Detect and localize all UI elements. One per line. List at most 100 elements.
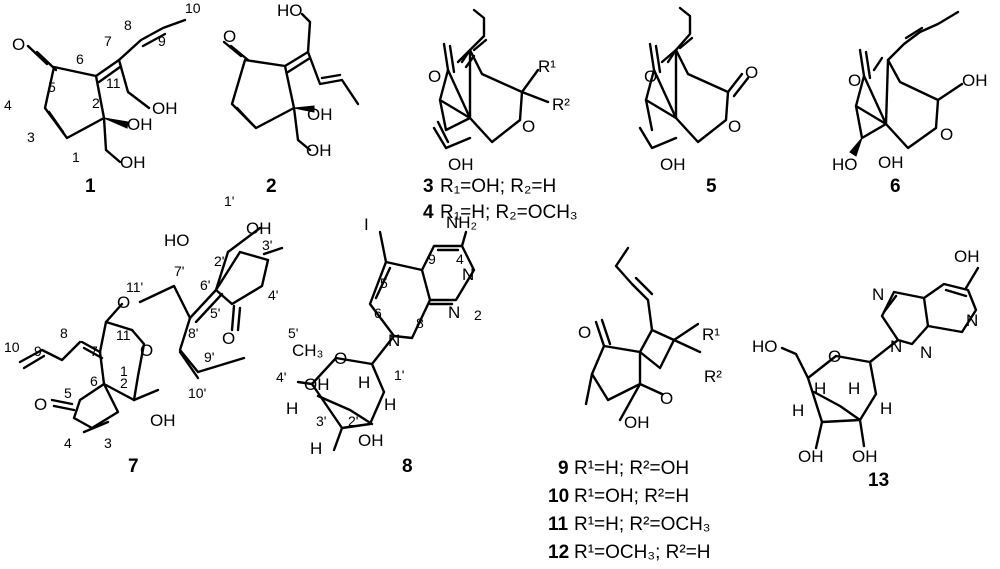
compound-2-structure: O HO OH OH 2 bbox=[222, 1, 360, 197]
c1-locant-9: 9 bbox=[158, 33, 166, 49]
c8-h3-label: H bbox=[384, 395, 396, 414]
c8-oh2-label: OH bbox=[358, 431, 384, 450]
c7-locant-8: 8 bbox=[60, 325, 68, 341]
c13-n9-label: N bbox=[890, 337, 902, 356]
c13-h3-label: H bbox=[848, 379, 860, 398]
compound-3-structure: O O OH R¹ R² 3 R₁=OH; R₂=H 4 R₁=H; R₂=OC… bbox=[423, 8, 578, 223]
compound-12-substituents: R¹=OCH₃; R²=H bbox=[574, 542, 711, 563]
c6-oh2-label: OH bbox=[878, 153, 904, 172]
c13-oh2-label: OH bbox=[852, 447, 878, 466]
c9-o-label: O bbox=[578, 323, 591, 342]
c9-r2-label: R² bbox=[704, 367, 722, 386]
compound-9-substituents: R¹=H; R²=OH bbox=[574, 458, 689, 479]
c13-h4-label: H bbox=[880, 399, 892, 418]
c1-oh3-label: OH bbox=[120, 153, 146, 172]
compound-10-substituents: R¹=OH; R²=H bbox=[574, 486, 689, 507]
c7-oh-label: OH bbox=[150, 411, 176, 430]
c3-oh-label: OH bbox=[448, 155, 474, 174]
c8-locant-3p: 3' bbox=[316, 413, 326, 429]
c2-oh-label: OH bbox=[307, 105, 333, 124]
c5-ring-o-label: O bbox=[728, 117, 741, 136]
c7-locant-4p: 4' bbox=[268, 287, 278, 303]
c7-locant-10p: 10' bbox=[188, 385, 206, 401]
c1-locant-4: 4 bbox=[4, 97, 12, 113]
compound-7-id: 7 bbox=[128, 456, 139, 477]
c7-ho-label: HO bbox=[164, 231, 190, 250]
c13-h2-label: H bbox=[814, 379, 826, 398]
c6-ho-label: HO bbox=[832, 155, 858, 174]
compound-8-structure: I NH₂ N N N O CH₃ OH OH H H H H 5' 4' 3'… bbox=[276, 213, 482, 477]
c2-ho-label: HO bbox=[277, 1, 303, 20]
c8-locant-4: 4 bbox=[456, 251, 464, 267]
c8-i-label: I bbox=[364, 215, 369, 234]
c7-locant-5p: 5' bbox=[210, 305, 220, 321]
compound-11-substituents: R¹=H; R²=OCH₃ bbox=[574, 514, 711, 535]
c6-oh-label: OH bbox=[962, 71, 988, 90]
c6-o-label: O bbox=[848, 71, 861, 90]
c7-o3-label: O bbox=[34, 395, 47, 414]
c8-n3-label: N bbox=[448, 303, 460, 322]
c8-locant-6: 6 bbox=[374, 305, 382, 321]
c9-ring-o-label: O bbox=[660, 389, 673, 408]
compound-13-id: 13 bbox=[868, 470, 889, 491]
c13-h1-label: H bbox=[792, 401, 804, 420]
c2-oh2-label: OH bbox=[306, 141, 332, 160]
c5-oh-label: OH bbox=[660, 155, 686, 174]
c1-locant-10: 10 bbox=[185, 0, 201, 16]
compound-1-id: 1 bbox=[85, 176, 96, 197]
c6-ring-o-label: O bbox=[940, 125, 953, 144]
c8-locant-5p: 5' bbox=[288, 325, 298, 341]
c7-locant-5: 5 bbox=[64, 385, 72, 401]
compound-13-structure: OH N N N N O HO OH OH H H H H 13 bbox=[752, 247, 980, 491]
c7-locant-2p: 2' bbox=[214, 253, 224, 269]
c1-locant-2: 2 bbox=[92, 95, 100, 111]
c7-locant-9p: 9' bbox=[204, 349, 214, 365]
c7-locant-7: 7 bbox=[90, 343, 98, 359]
compound-6-id: 6 bbox=[890, 176, 901, 197]
c8-h2-label: H bbox=[310, 439, 322, 458]
c1-locant-3: 3 bbox=[27, 129, 35, 145]
compound-4-id: 4 bbox=[423, 202, 434, 223]
c2-o-label: O bbox=[223, 27, 236, 46]
compound-10-id: 10 bbox=[548, 486, 569, 507]
c8-locant-2p: 2' bbox=[348, 413, 358, 429]
c1-locant-1: 1 bbox=[72, 149, 80, 165]
compound-2-id: 2 bbox=[266, 176, 277, 197]
c7-locant-2: 2 bbox=[120, 375, 128, 391]
c8-locant-4p: 4' bbox=[276, 369, 286, 385]
c7-locant-6p: 6' bbox=[200, 277, 210, 293]
compound-6-structure: O O OH HO OH 6 bbox=[832, 10, 988, 197]
c7-o2-label: O bbox=[140, 341, 153, 360]
c1-locant-6: 6 bbox=[76, 51, 84, 67]
c1-oh-label: OH bbox=[152, 99, 178, 118]
c7-locant-3p: 3' bbox=[262, 237, 272, 253]
compound-11-id: 11 bbox=[548, 514, 569, 535]
c8-o-label: O bbox=[334, 349, 347, 368]
c3-r2-label: R² bbox=[552, 95, 570, 114]
c8-oh-label: OH bbox=[304, 375, 330, 394]
c7-locant-10: 10 bbox=[4, 339, 20, 355]
c7-o4-label: O bbox=[222, 329, 235, 348]
compound-1-structure: O OH OH OH 5 4 3 2 6 1 7 8 9 10 11 1 bbox=[4, 0, 201, 197]
compound-9-id: 9 bbox=[558, 458, 569, 479]
c13-oh1-label: OH bbox=[798, 447, 824, 466]
c8-n1-label: N bbox=[462, 265, 474, 284]
c13-ho-label: HO bbox=[752, 337, 778, 356]
compound-12-id: 12 bbox=[548, 542, 569, 563]
compound-4-substituents: R₁=H; R₂=OCH₃ bbox=[440, 202, 578, 223]
compound-5-id: 5 bbox=[706, 176, 717, 197]
c8-n9-label: N bbox=[388, 331, 400, 350]
c8-locant-2: 2 bbox=[474, 307, 482, 323]
c1-o-label: O bbox=[12, 35, 25, 54]
c7-locant-11p: 11' bbox=[126, 279, 143, 295]
compound-7-structure: O O O OH O HO OH 10 9 8 7 11 2 1 6 5 4 3… bbox=[4, 193, 284, 477]
c13-n1-label: N bbox=[966, 311, 978, 330]
c7-locant-1: 1 bbox=[120, 363, 128, 379]
c7-locant-7p: 7' bbox=[174, 263, 184, 279]
c8-ch3-label: CH₃ bbox=[292, 341, 323, 360]
compound-9-structure: O O OH R¹ R² 9 R¹=H; R²=OH 10 R¹=OH; R²=… bbox=[548, 246, 722, 563]
c7-locant-9: 9 bbox=[34, 343, 42, 359]
c8-h1-label: H bbox=[286, 399, 298, 418]
